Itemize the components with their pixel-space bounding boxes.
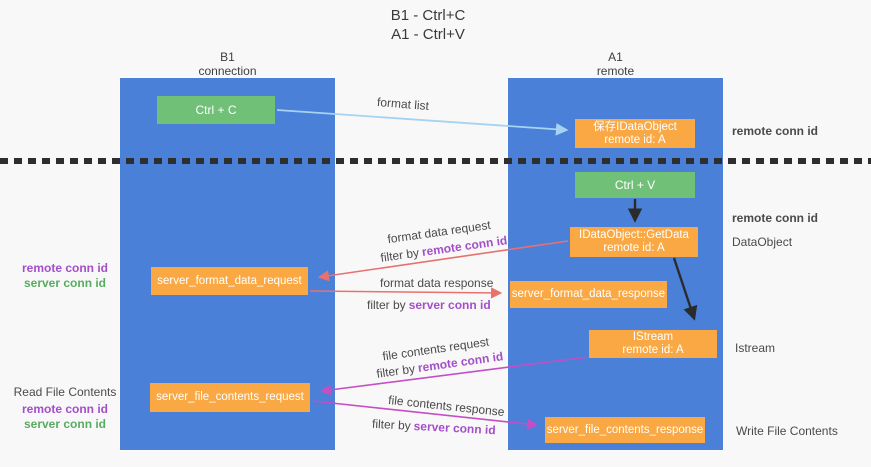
remote-conn-id-left: remote conn id [21, 261, 108, 275]
ctrl-v-label: Ctrl + V [614, 177, 656, 192]
filter-by-text: filter by [379, 245, 420, 265]
file-contents-response-label: file contents response [387, 392, 506, 420]
istream-box: IStream remote id: A [589, 330, 717, 358]
server-format-data-response-label: server_format_data_response [511, 288, 666, 300]
server-file-contents-request-box: server_file_contents_request [150, 383, 310, 412]
page-title: B1 - Ctrl+C A1 - Ctrl+V [328, 6, 528, 44]
right-column-subtitle: remote [596, 64, 635, 78]
left-column-subtitle: connection [198, 64, 257, 78]
read-file-contents-label: Read File Contents [13, 385, 117, 399]
istream-line1: IStream [632, 331, 674, 343]
server-file-contents-response-label: server_file_contents_response [546, 423, 704, 436]
server-conn-id-left: server conn id [23, 276, 107, 290]
save-idataobject-box: 保存IDataObject remote id: A [575, 119, 695, 148]
ctrl-c-label: Ctrl + C [195, 102, 237, 117]
istream-line2: remote id: A [622, 344, 684, 356]
left-conn-id-group: remote conn id server conn id [10, 261, 120, 291]
server-conn-id-text: server conn id [413, 418, 497, 438]
remote-conn-id-right-mid: remote conn id [732, 211, 819, 225]
format-data-response-label: format data response [380, 276, 494, 290]
server-file-contents-request-label: server_file_contents_request [156, 391, 304, 403]
server-file-contents-response-box: server_file_contents_response [545, 417, 705, 443]
title-line-2: A1 - Ctrl+V [391, 26, 465, 43]
right-column-header: A1 remote [508, 50, 723, 78]
istream-side-label: Istream [735, 341, 776, 355]
remote-conn-id-right-top: remote conn id [732, 124, 819, 138]
server-conn-id-text: server conn id [408, 298, 491, 312]
ctrl-c-box: Ctrl + C [157, 96, 275, 124]
format-list-label: format list [376, 94, 430, 114]
remote-conn-id-bottom-left: remote conn id [21, 402, 108, 416]
title-line-1: B1 - Ctrl+C [390, 7, 466, 24]
save-idataobject-line1: 保存IDataObject [593, 120, 677, 133]
dashed-divider [0, 158, 871, 164]
server-format-data-request-label: server_format_data_request [157, 274, 302, 287]
idataobject-getdata-box: IDataObject::GetData remote id: A [570, 227, 698, 257]
right-column-title: A1 [608, 50, 623, 64]
filter-by-text: filter by [371, 416, 412, 433]
filter-by-text: filter by [375, 361, 416, 381]
server-format-data-request-box: server_format_data_request [151, 267, 308, 295]
server-format-data-response-box: server_format_data_response [510, 281, 667, 308]
dataobject-label: DataObject [732, 235, 793, 249]
filter-by-text: filter by [367, 298, 406, 312]
server-conn-id-bottom-left: server conn id [23, 417, 107, 431]
read-file-contents-group: Read File Contents remote conn id server… [10, 385, 120, 432]
getdata-line1: IDataObject::GetData [579, 229, 689, 241]
write-file-contents-label: Write File Contents [736, 424, 838, 438]
save-idataobject-line2: remote id: A [604, 133, 666, 146]
getdata-line2: remote id: A [603, 242, 665, 254]
left-column-header: B1 connection [120, 50, 335, 78]
format-data-response-arrow [309, 287, 503, 299]
ctrl-v-box: Ctrl + V [575, 172, 695, 198]
left-column-title: B1 [220, 50, 235, 64]
